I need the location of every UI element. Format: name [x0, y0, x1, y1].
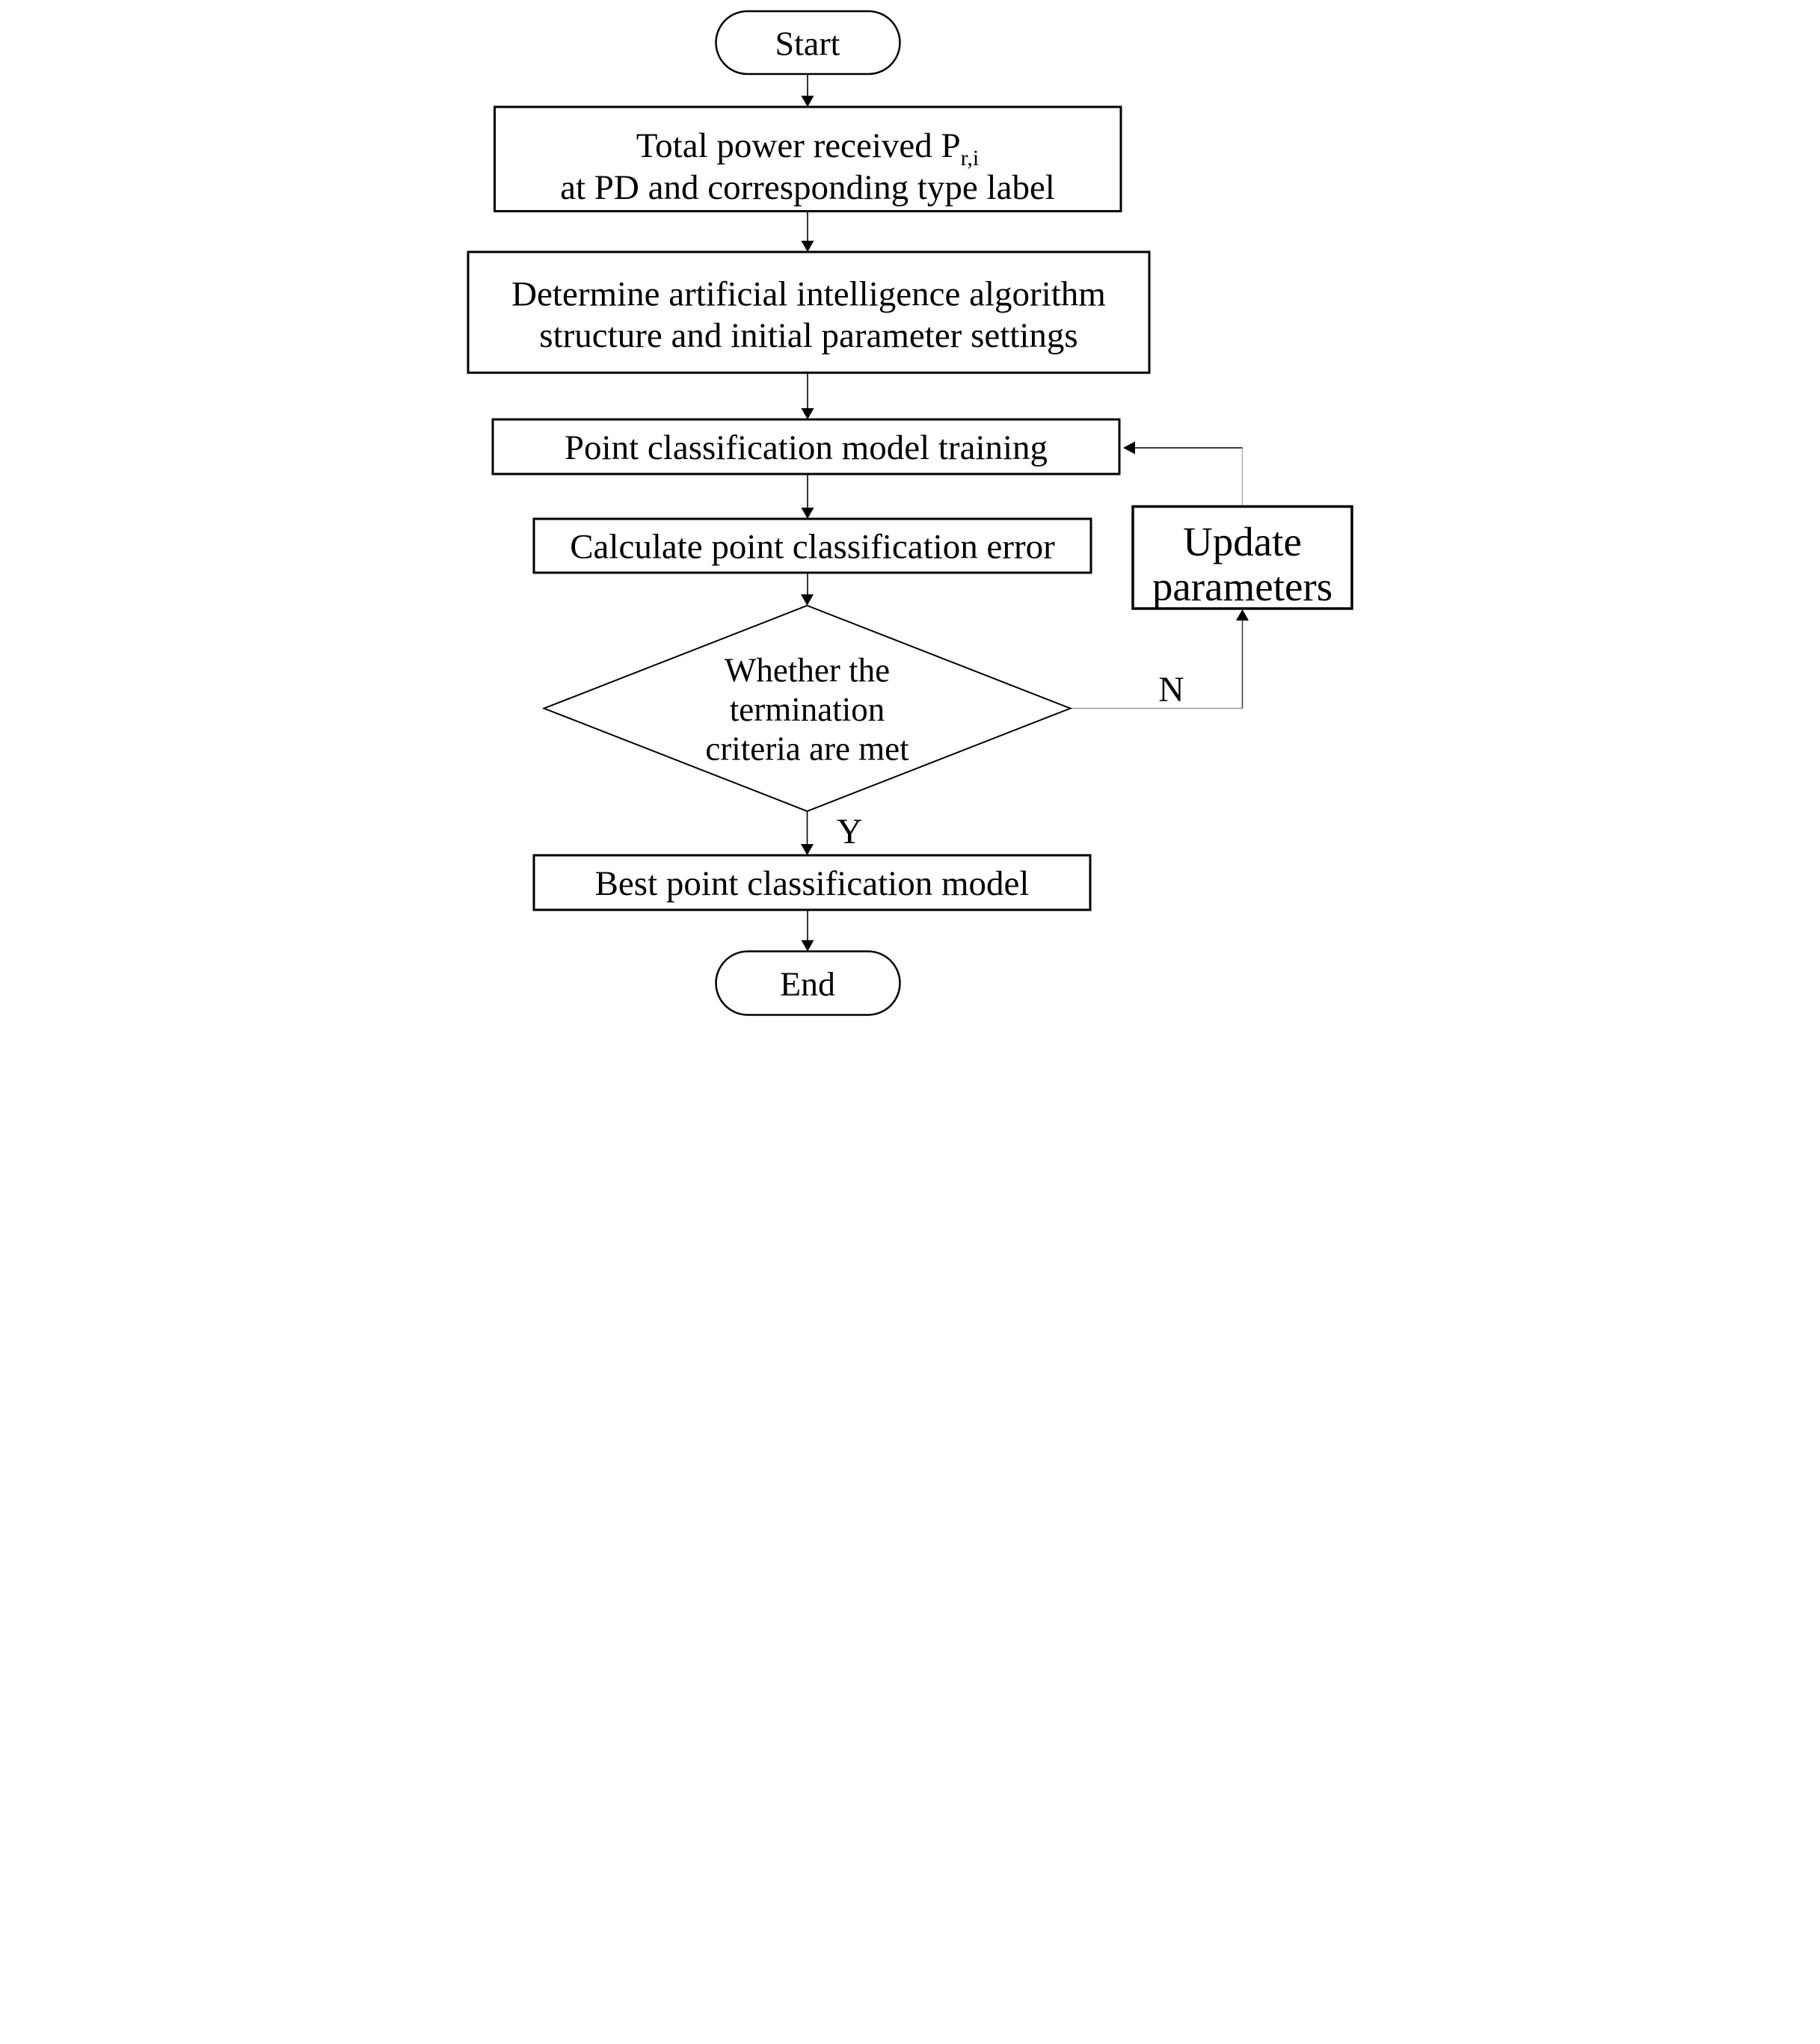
node-calc-error: Calculate point classification error — [532, 517, 1092, 574]
update-line1: Update — [1183, 519, 1302, 564]
calc-error-label: Calculate point classification error — [570, 528, 1055, 567]
total-power-box — [493, 105, 1122, 212]
total-power-line1-subscript: r,i — [960, 146, 979, 170]
training-box — [491, 418, 1120, 475]
arrowhead-into-input — [801, 96, 814, 107]
arrowhead-into-end — [801, 940, 814, 952]
node-determine: Determine artificial intelligence algori… — [467, 250, 1150, 374]
connectors — [800, 74, 1249, 952]
best-model-label: Best point classification model — [594, 864, 1029, 903]
total-power-line1-main: Total power received P — [636, 126, 960, 165]
node-start: Start — [714, 10, 901, 76]
node-total-power: Total power received Pr,i at PD and corr… — [493, 105, 1122, 212]
determine-line1: Determine artificial intelligence algori… — [511, 275, 1106, 314]
arrowhead-into-training — [801, 408, 814, 419]
arrowhead-into-bestmodel — [800, 844, 814, 855]
flowchart-figure: Y N Start Total power received Pr,i at P… — [455, 0, 1365, 1022]
node-update-parameters: Update parameters — [1131, 505, 1353, 610]
determine-line2: structure and initial parameter settings — [539, 316, 1077, 355]
start-terminator-shape — [714, 10, 901, 76]
decision-diamond-shape — [541, 604, 1072, 813]
flowchart-canvas: Y N Start Total power received Pr,i at P… — [455, 0, 1365, 1022]
determine-box — [467, 250, 1150, 374]
node-training: Point classification model training — [491, 418, 1120, 475]
decision-line3: criteria are met — [705, 730, 909, 768]
total-power-line2: at PD and corresponding type label — [560, 168, 1055, 207]
total-power-line1: Total power received Pr,i — [636, 126, 979, 170]
arrowhead-into-decision — [800, 594, 814, 606]
node-termination-decision: Whether the termination criteria are met — [541, 604, 1072, 813]
end-terminator-shape — [714, 950, 901, 1016]
decision-line1: Whether the — [724, 652, 889, 689]
best-model-box — [532, 854, 1091, 911]
arrowhead-into-update — [1235, 609, 1249, 621]
arrowhead-into-determine — [801, 241, 814, 252]
decision-line2: termination — [729, 691, 884, 728]
training-label: Point classification model training — [564, 428, 1047, 467]
arrowhead-into-training-right — [1122, 441, 1135, 455]
arrowhead-into-calcerror — [801, 508, 814, 519]
label-no-branch: N — [1158, 671, 1184, 709]
label-yes-branch: Y — [837, 813, 862, 852]
node-best-model: Best point classification model — [532, 854, 1091, 911]
start-label: Start — [775, 25, 840, 63]
update-line2: parameters — [1152, 564, 1332, 609]
update-parameters-box — [1131, 505, 1353, 610]
calc-error-box — [532, 517, 1092, 574]
end-label: End — [779, 965, 834, 1003]
node-end: End — [714, 950, 901, 1016]
